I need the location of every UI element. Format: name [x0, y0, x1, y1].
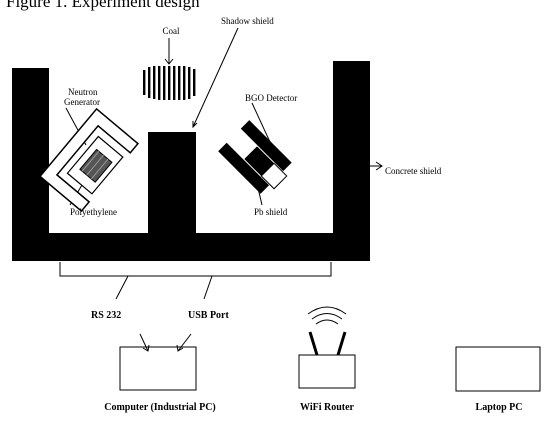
concrete-shield-floor — [12, 233, 370, 261]
shadow-shield-label: Shadow shield — [221, 16, 274, 26]
laptop-pc-label: Laptop PC — [475, 402, 523, 413]
bgo-pointer — [251, 102, 271, 143]
cable-bracket — [59, 262, 332, 300]
coal-label: Coal — [162, 26, 180, 36]
wifi-router-label: WiFi Router — [300, 402, 354, 413]
router-antenna-right — [336, 331, 347, 356]
pb-shield-upper — [240, 120, 292, 172]
router-antenna-left — [308, 331, 319, 356]
shadow-shield-block — [148, 132, 196, 237]
concrete-shield-label: Concrete shield — [385, 166, 442, 176]
industrial-pc — [119, 333, 197, 391]
detector-window — [260, 162, 288, 190]
figure-caption: Figure 1. Experiment design — [6, 0, 200, 11]
concrete-shield-right-wall — [333, 61, 370, 261]
neutron-generator-label-line1: Neutron — [68, 87, 98, 97]
industrial-pc-label: Computer (Industrial PC) — [104, 402, 216, 413]
bgo-detector — [244, 146, 275, 177]
bgo-detector-label: BGO Detector — [245, 93, 298, 103]
rs232-label: RS 232 — [91, 310, 122, 321]
polyethylene-label: Polyethylene — [70, 207, 117, 217]
pb-shield-lower — [218, 142, 270, 194]
pb-shield-label: Pb shield — [254, 207, 288, 217]
shadow-shield-arrow — [192, 27, 239, 128]
neutron-generator-assembly — [38, 107, 140, 213]
coal-sample — [142, 66, 199, 100]
polyethylene-moderator — [38, 107, 140, 213]
wifi-signal-icon — [315, 319, 339, 325]
usb-port-label: USB Port — [188, 310, 229, 321]
bgo-detector-assembly — [218, 120, 292, 194]
wifi-router — [298, 306, 356, 389]
neutron-generator-label-line2: Generator — [64, 97, 100, 107]
laptop-pc — [455, 346, 541, 392]
concrete-shield-left-wall — [12, 68, 49, 261]
concrete-shield — [12, 61, 370, 261]
